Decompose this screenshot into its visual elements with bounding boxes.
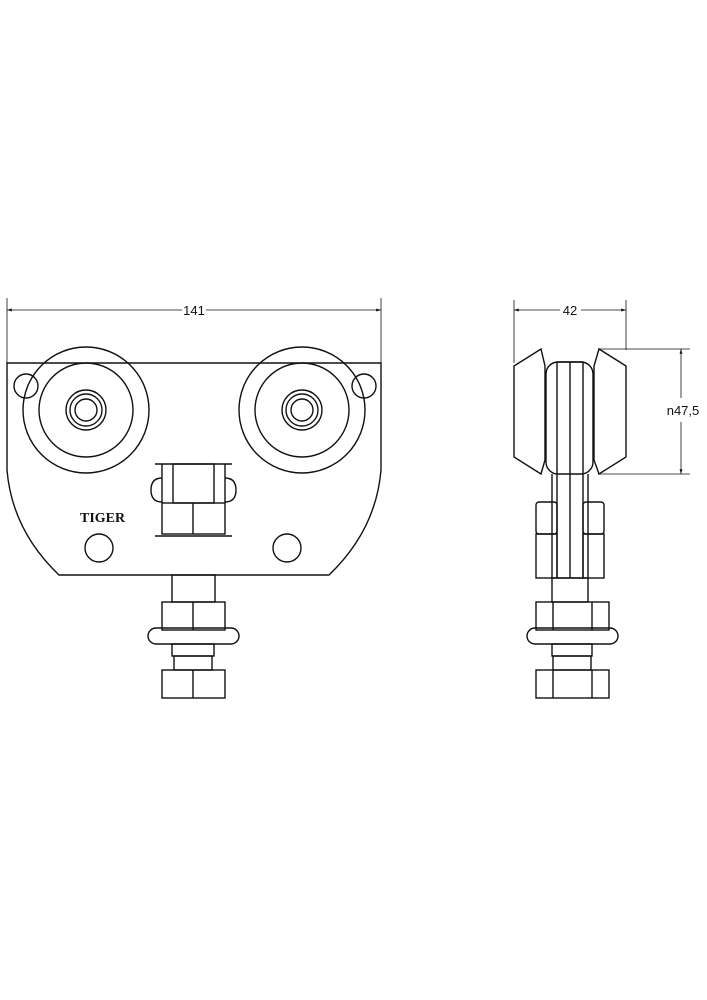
right-wheel [238,346,366,474]
side-view: 42 n47,5 [513,300,700,699]
width-dimension-label: 141 [183,303,205,318]
brand-logo: TIGER [80,511,126,526]
wheel-diameter-label: n47,5 [667,403,700,418]
left-wheel [22,346,150,474]
center-bolt-assembly [150,463,237,537]
right-mount-hole [272,533,302,563]
left-mount-hole [84,533,114,563]
wheel-diameter-dimension: n47,5 [598,348,700,475]
side-right-wheel [593,347,627,476]
side-plate [551,361,589,579]
side-width-dimension: 42 [513,300,627,363]
left-ear [13,373,39,399]
width-dimension: 141 [6,298,382,363]
side-left-wheel [513,347,546,476]
carrier-plate [6,362,382,576]
side-hanger-bolt [526,577,619,699]
front-view: 141 TIGER [6,298,382,699]
side-width-dimension-label: 42 [563,303,577,318]
side-nuts [535,501,605,579]
hanger-bolt [147,574,240,699]
